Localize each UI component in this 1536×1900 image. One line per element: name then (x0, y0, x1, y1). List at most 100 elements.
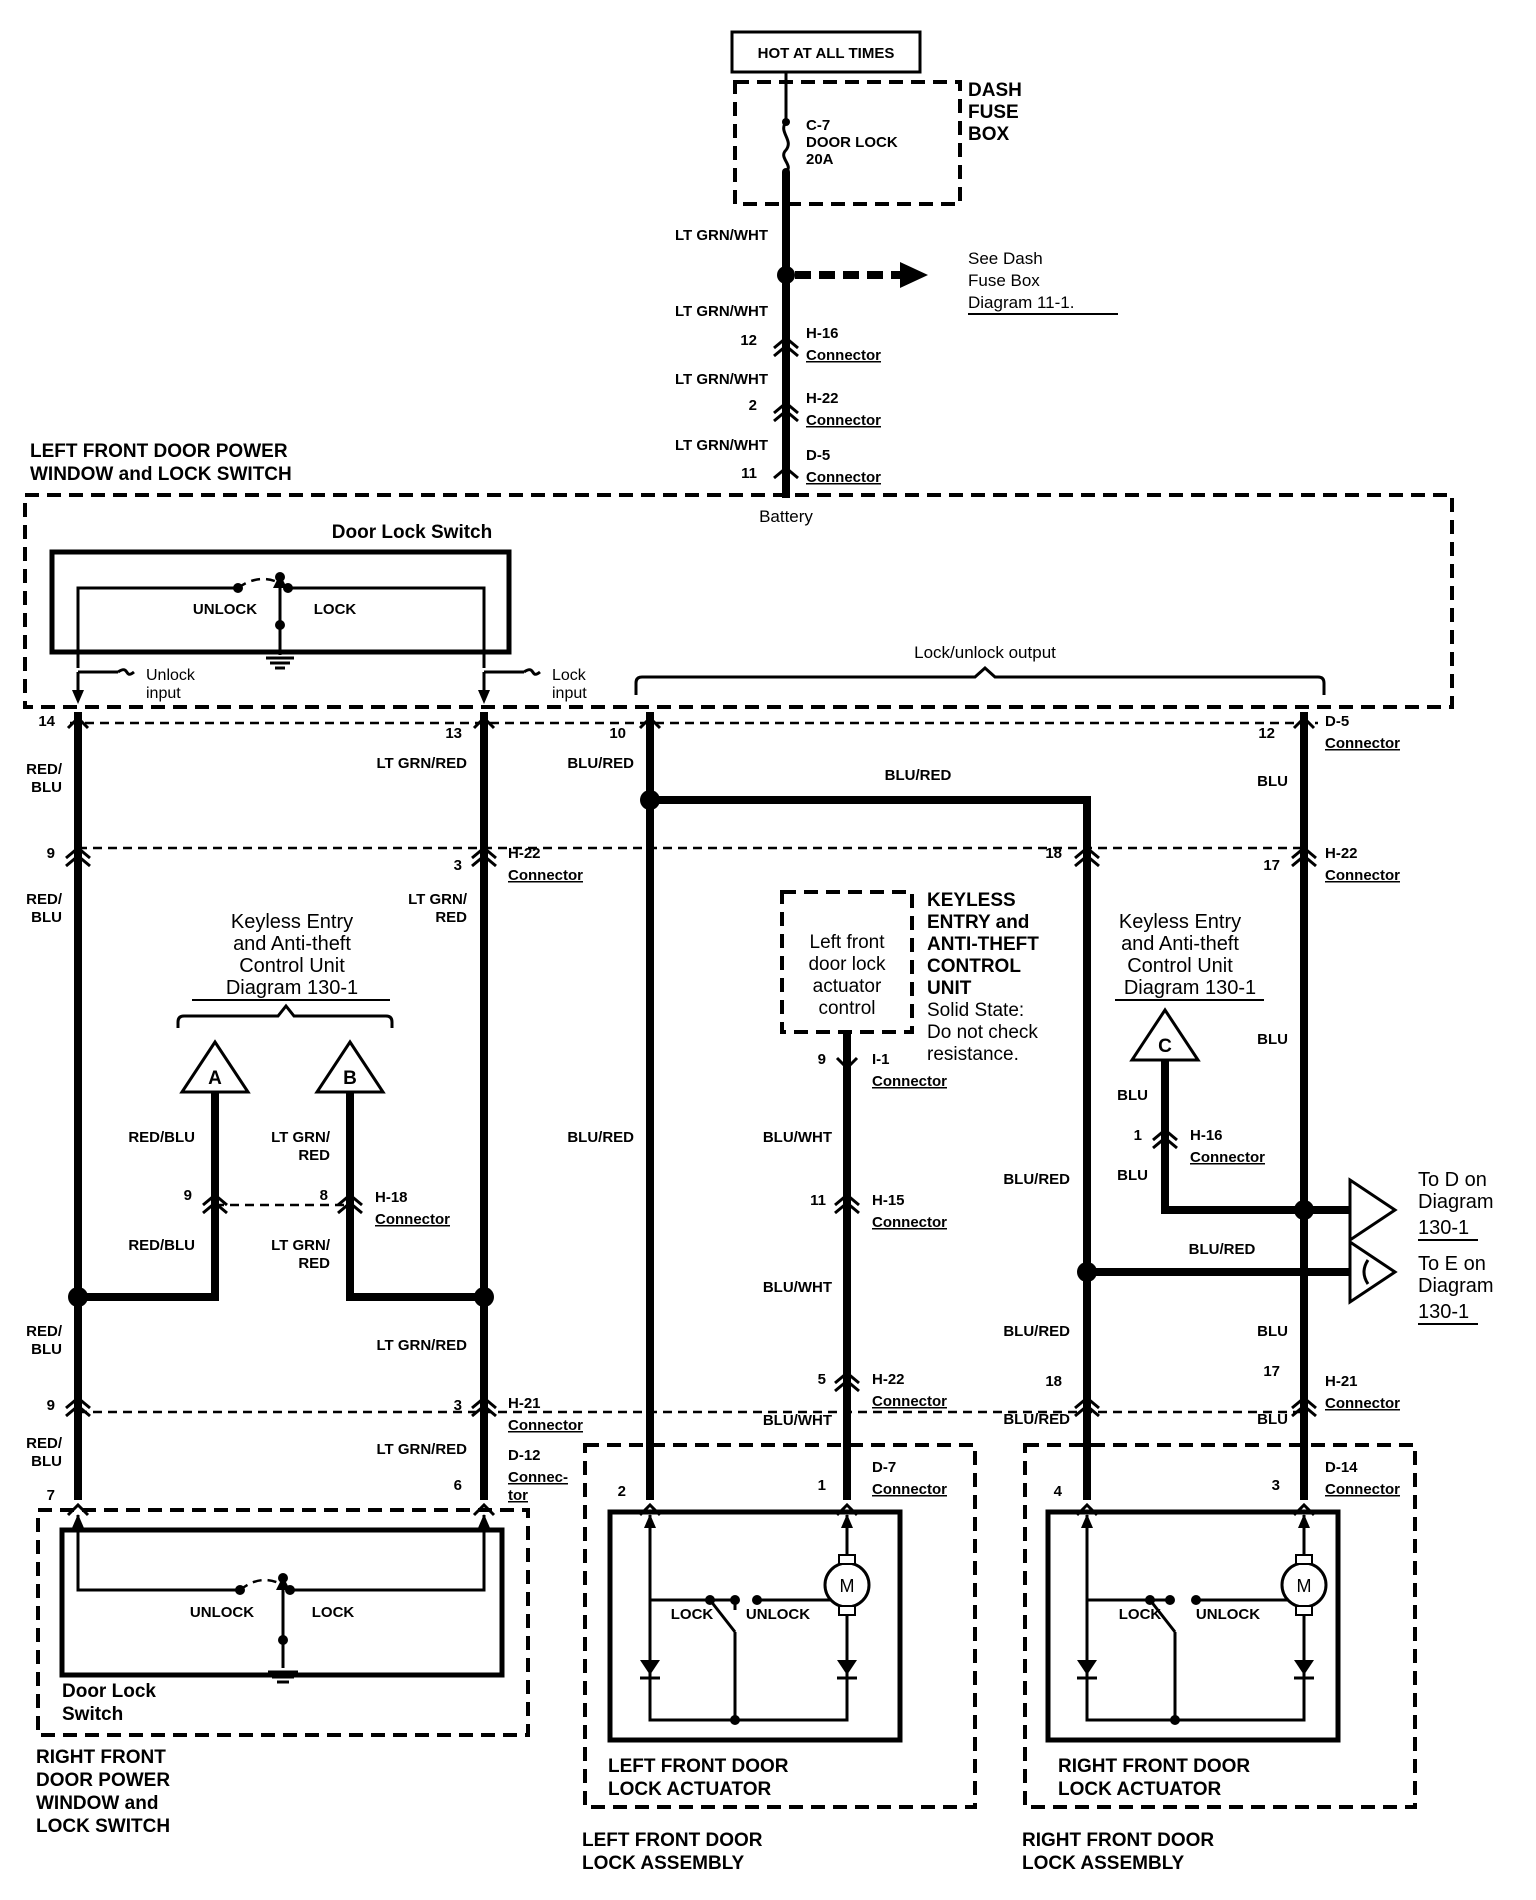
battery-label: Battery (759, 507, 813, 526)
right-actuator-box (1045, 1509, 1341, 1743)
pin-3-h22: 3 (454, 857, 462, 874)
right-switch-title-2: DOOR POWER (36, 1770, 170, 1791)
right-door-lock-switch-contacts (72, 1514, 490, 1684)
connector-h18-label: Connector (375, 1211, 450, 1228)
connector-h16-id: H-16 (806, 325, 839, 342)
pin-9-h21: 9 (47, 1397, 55, 1414)
wire-blu-3: BLU (1257, 1323, 1288, 1340)
pin-12-d5: 12 (1258, 725, 1275, 742)
dash-fuse-box-label-3: BOX (968, 124, 1010, 145)
connector-h18-id: H-18 (375, 1189, 408, 1206)
flag-b-label: B (343, 1068, 357, 1089)
wire-red-blu-3a: RED/ (26, 1323, 63, 1340)
connector-d12-label-2: tor (508, 1487, 528, 1504)
wire-lt-grn-red-4: LT GRN/RED (376, 1441, 467, 1458)
wire-lt-grn-red-2b: RED (435, 909, 467, 926)
right-actuator-title-2: LOCK ACTUATOR (1058, 1779, 1222, 1800)
connector-h21-right-id: H-21 (1325, 1373, 1358, 1390)
pin-11-h15: 11 (810, 1192, 826, 1209)
wire-lt-grn-red-b1b: RED (298, 1147, 330, 1164)
left-assembly-title-1: LEFT FRONT DOOR (582, 1830, 763, 1851)
unlock-input-2: input (146, 685, 181, 702)
connector-d7-label: Connector (872, 1481, 947, 1498)
hot-at-all-times-box (730, 30, 922, 74)
wire-blu-wht-2: BLU/WHT (763, 1279, 832, 1296)
keyless-ref-left-2: and Anti-theft (233, 933, 351, 955)
wire-color-lt-grn-wht-4: LT GRN/WHT (675, 437, 768, 454)
wire-red-blu-2a: RED/ (26, 891, 63, 908)
left-switch-lock-label: LOCK (314, 601, 357, 618)
connector-d14-symbols (1075, 1502, 1316, 1517)
keyless-unit-title-3: ANTI-THEFT (927, 934, 1039, 955)
keyless-unit-box-4: control (818, 998, 875, 1019)
pin-9-i1: 9 (818, 1051, 826, 1068)
door-lock-switch-label: Door Lock Switch (332, 522, 492, 543)
flag-e-icon (1348, 1239, 1398, 1305)
wire-color-lt-grn-wht-2: LT GRN/WHT (675, 303, 768, 320)
wire-blu-wht-3: BLU/WHT (763, 1412, 832, 1429)
wire-blu-4: BLU (1257, 1411, 1288, 1428)
unlock-input-1: Unlock (146, 667, 196, 684)
fuse-c7-icon (782, 82, 790, 176)
lock-input-2: input (552, 685, 587, 702)
right-switch-name-1: Door Lock (62, 1681, 156, 1702)
keyless-ref-left-4: Diagram 130-1 (226, 977, 358, 999)
wire-color-lt-grn-wht-3: LT GRN/WHT (675, 371, 768, 388)
wire-red-blu-3b: BLU (31, 1341, 62, 1358)
wire-blu-c1: BLU (1117, 1087, 1148, 1104)
connector-h22-mid-symbols (65, 846, 1317, 868)
wire-blu-to-c (1161, 1060, 1304, 1214)
connector-d5-bottom-id: D-5 (1325, 713, 1349, 730)
fuse-rating: 20A (806, 151, 834, 168)
left-actuator-box (607, 1509, 903, 1743)
wire-lt-grn-red-to-b (346, 1092, 484, 1301)
wire-blu-2: BLU (1257, 1031, 1288, 1048)
connector-h21-symbols (65, 1396, 1317, 1418)
left-switch-title-1: LEFT FRONT DOOR POWER (30, 441, 288, 462)
keyless-ref-left-3: Control Unit (239, 955, 345, 977)
right-assembly-title-2: LOCK ASSEMBLY (1022, 1853, 1185, 1874)
wire-red-blu-4a: RED/ (26, 1435, 63, 1452)
connector-h22-top-symbol (773, 401, 799, 423)
keyless-ref-left-brace (176, 1003, 394, 1028)
to-d-2: Diagram (1418, 1191, 1494, 1213)
pin-12-h16: 12 (740, 332, 757, 349)
wire-color-lt-grn-wht-1: LT GRN/WHT (675, 227, 768, 244)
connector-d7-symbols (638, 1502, 859, 1517)
pin-10-d5: 10 (609, 725, 626, 742)
connector-h16-right-id: H-16 (1190, 1127, 1223, 1144)
pin-1-d7: 1 (818, 1477, 826, 1494)
wire-blu-c2: BLU (1117, 1167, 1148, 1184)
left-door-lock-switch-contacts (76, 572, 486, 670)
keyless-unit-note-3: resistance. (927, 1044, 1019, 1065)
connector-d14-label: Connector (1325, 1481, 1400, 1498)
pin-18-h21: 18 (1045, 1373, 1062, 1390)
pin-3-d14: 3 (1272, 1477, 1280, 1494)
wire-red-blu-a1: RED/BLU (128, 1129, 195, 1146)
connector-h22-center-symbol (834, 1371, 860, 1393)
connector-d14-id: D-14 (1325, 1459, 1358, 1476)
flag-c-label: C (1158, 1036, 1172, 1057)
connector-h22-center-label: Connector (872, 1393, 947, 1410)
connector-d5-bottom-label: Connector (1325, 735, 1400, 752)
lock-input-1: Lock (552, 667, 587, 684)
wire-blu-1: BLU (1257, 773, 1288, 790)
connector-h15-symbol (834, 1193, 860, 1215)
right-actuator-motor-label: M (1297, 1576, 1312, 1596)
pin-9-h18: 9 (184, 1187, 192, 1204)
connector-h21-left-id: H-21 (508, 1395, 541, 1412)
connector-h16-symbol (773, 336, 799, 358)
keyless-ref-right-3: Control Unit (1127, 955, 1233, 977)
left-actuator-circuit (640, 1514, 857, 1725)
wire-red-blu-1a: RED/ (26, 761, 63, 778)
fuse-name: DOOR LOCK (806, 134, 898, 151)
right-actuator-circuit (1077, 1514, 1314, 1725)
keyless-unit-box-2: door lock (808, 954, 886, 975)
keyless-unit-note-2: Do not check (927, 1022, 1038, 1043)
connector-h22-left-label: Connector (508, 867, 583, 884)
lock-input-icon (478, 668, 541, 704)
left-actuator-title-2: LOCK ACTUATOR (608, 1779, 772, 1800)
pin-17-h22: 17 (1263, 857, 1280, 874)
connector-i1-symbol (835, 1056, 859, 1071)
